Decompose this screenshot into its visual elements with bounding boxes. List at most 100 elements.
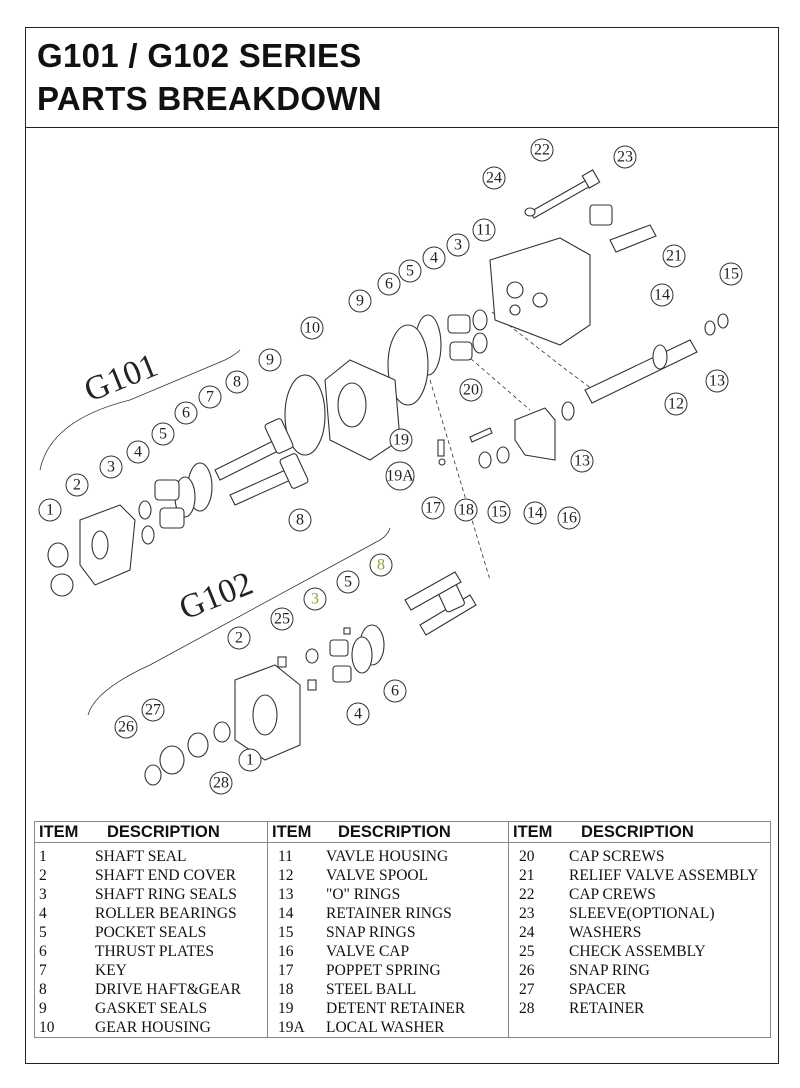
item-number: 19A [267,1018,322,1038]
callout-27: 27 [141,698,165,722]
item-number: 8 [39,981,47,998]
callout-2: 2 [65,473,89,497]
callout-9: 9 [348,289,372,313]
item-number [508,1018,565,1038]
callout-circle [421,496,445,520]
callout-label: 14 [654,287,670,304]
callout-label: 27 [145,702,161,719]
item-description: SHAFT RING SEALS [95,886,237,903]
callout-circle [446,233,470,257]
g101-bracket [39,349,241,471]
valve-cap-part [514,407,556,461]
item-number: 2 [39,867,47,884]
table-header-row: ITEM DESCRIPTION ITEM DESCRIPTION ITEM D… [34,821,771,843]
callout-circle [472,218,496,242]
item-description: GEAR HOUSING [95,1019,211,1036]
callout-23: 23 [613,145,637,169]
item-description: VALVE CAP [326,943,410,960]
callout-label: 8 [296,512,304,529]
callout-22: 22 [530,138,554,162]
item-description: ROLLER BEARINGS [95,905,237,922]
callout-circle [38,498,62,522]
callout-16: 16 [557,506,581,530]
callout-label: 15 [491,504,507,521]
callout-label: 6 [391,683,399,700]
callout-28: 28 [209,771,233,795]
callout-label: 2 [73,477,81,494]
callout-label: 10 [304,320,320,337]
callout-label: 3 [454,237,462,254]
callout-4: 4 [346,702,370,726]
callout-label: 5 [159,426,167,443]
callout-6: 6 [174,401,198,425]
callout-circle [662,244,686,268]
callout-label: 7 [206,389,214,406]
header-description: DESCRIPTION [322,821,509,843]
item-description: KEY [95,962,127,979]
callout-label: 9 [266,352,274,369]
callout-8: 8 [369,553,393,577]
callout-circle [227,626,251,650]
callout-label: 21 [666,248,682,265]
callout-circle [482,166,506,190]
washer-part [524,207,536,217]
valve-housing-part [489,237,591,346]
callout-26: 26 [114,715,138,739]
callout-label: 13 [709,373,725,390]
callout-circle [288,508,312,532]
item-description: DRIVE HAFT&GEAR [95,981,241,998]
callout-label: 25 [274,611,290,628]
callout-7: 7 [198,385,222,409]
callout-5: 5 [398,259,422,283]
callout-12: 12 [664,392,688,416]
callout-label: 4 [430,250,438,267]
callout-label: 19A [386,468,414,485]
callout-label: 17 [425,500,441,517]
item-number: 25 [508,942,565,961]
document-frame [25,27,779,1064]
item-number: 22 [508,885,565,904]
callout-circle [303,587,327,611]
callout-14: 14 [650,283,674,307]
exploded-parts-diagram: G101 G102 [38,138,743,795]
relief-valve-part [609,224,657,253]
callout-circle [99,455,123,479]
callout-label: 4 [134,444,142,461]
item-description: CAP CREWS [569,886,656,903]
item-description: "O" RINGS [326,886,401,903]
item-number: 3 [39,886,47,903]
callout-circle [422,246,446,270]
callout-8: 8 [225,370,249,394]
callout-label: 1 [46,502,54,519]
item-number: 18 [267,980,322,999]
callout-circle [141,698,165,722]
g102-bracket [87,527,391,716]
callout-label: 19 [393,432,409,449]
callout-circle [336,570,360,594]
item-number: 10 [39,1019,55,1036]
callout-label: 16 [561,510,577,527]
callout-circle [705,369,729,393]
callout-circle [487,500,511,524]
gear-housing-part [324,359,401,461]
item-description: SNAP RINGS [326,924,416,941]
item-number: 19 [267,999,322,1018]
callout-9: 9 [258,348,282,372]
callout-label: 6 [385,276,393,293]
callout-circle [151,422,175,446]
header-item: ITEM [267,821,322,843]
callout-11: 11 [472,218,496,242]
callout-label: 14 [527,505,543,522]
callout-15: 15 [487,500,511,524]
callout-label: 12 [668,396,684,413]
callout-circle [65,473,89,497]
item-description: STEEL BALL [326,981,417,998]
callout-circle [613,145,637,169]
callout-25: 25 [270,607,294,631]
header-item: ITEM [508,821,565,843]
